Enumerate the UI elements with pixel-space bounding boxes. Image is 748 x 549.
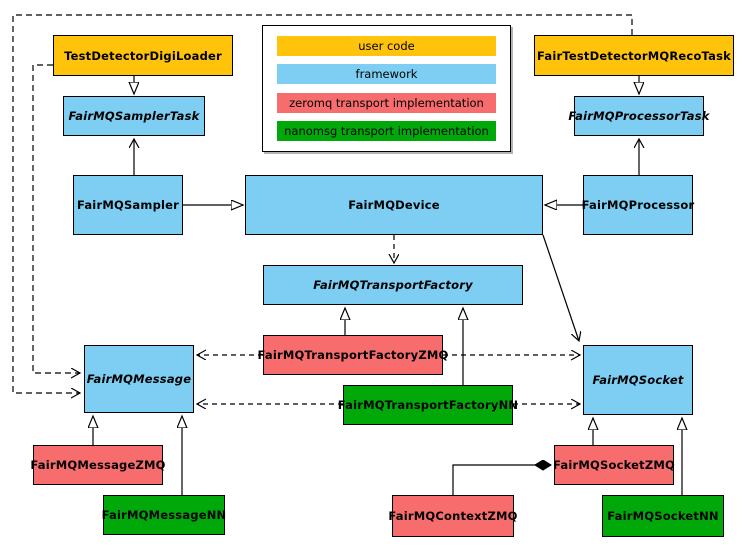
node-fairmqprocessor: FairMQProcessor — [582, 175, 694, 235]
node-fairmqtransportfactorynn: FairMQTransportFactoryNN — [338, 385, 518, 425]
edge-dependency-recotask-message — [12, 14, 633, 393]
legend: user code framework zeromq transport imp… — [262, 25, 511, 152]
node-fairmqmessage: FairMQMessage — [84, 345, 194, 413]
node-fairmqsamplertask: FairMQSamplerTask — [63, 96, 205, 136]
edge-dependency-digiloader-message — [32, 64, 80, 373]
node-fairmqcontextzmq: FairMQContextZMQ — [388, 495, 517, 537]
node-fairmqdevice: FairMQDevice — [245, 175, 543, 235]
node-fairmqtransportfactoryzmq: FairMQTransportFactoryZMQ — [258, 335, 448, 375]
node-fairmqprocessortask: FairMQProcessorTask — [568, 96, 709, 136]
edge-composition-contextzmq-socketzmq — [452, 465, 551, 495]
node-fairtestdetectormqrecotask: FairTestDetectorMQRecoTask — [534, 35, 734, 76]
node-fairmqsocketzmq: FairMQSocketZMQ — [553, 445, 675, 485]
node-fairmqsocket: FairMQSocket — [583, 345, 693, 415]
edge-association-device-socket — [542, 234, 579, 341]
node-fairmqtransportfactory: FairMQTransportFactory — [263, 265, 523, 305]
legend-item-nanomsg: nanomsg transport implementation — [277, 120, 496, 141]
legend-item-user-code: user code — [277, 36, 496, 56]
legend-item-framework: framework — [277, 64, 496, 85]
node-fairmqsocketnn: FairMQSocketNN — [602, 495, 724, 537]
legend-item-zeromq: zeromq transport implementation — [277, 92, 496, 113]
node-testdetectordigiloader: TestDetectorDigiLoader — [53, 35, 233, 76]
node-fairmqmessagenn: FairMQMessageNN — [102, 495, 226, 535]
node-fairmqsampler: FairMQSampler — [73, 175, 183, 235]
node-fairmqmessagezmq: FairMQMessageZMQ — [30, 445, 165, 485]
